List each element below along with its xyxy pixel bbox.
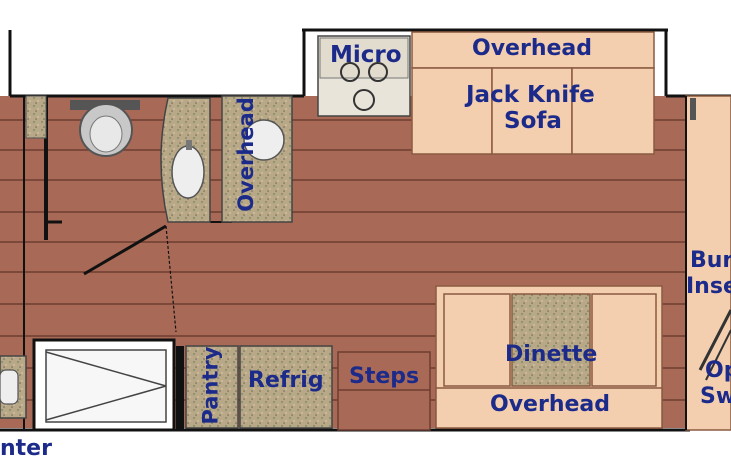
option-label-line1: Op bbox=[705, 358, 731, 383]
enter-label: nter bbox=[0, 436, 52, 461]
jack-knife-sofa bbox=[411, 31, 655, 155]
dinette bbox=[435, 285, 663, 429]
bath-corner-counter bbox=[25, 95, 47, 139]
bunk-label-line2: Inse bbox=[686, 274, 731, 299]
refrig-label: Refrig bbox=[248, 368, 324, 393]
burner-icon bbox=[353, 89, 375, 111]
overhead-dinette-label: Overhead bbox=[490, 392, 610, 417]
option-label-line2: Sw bbox=[700, 384, 731, 409]
burner-icon bbox=[340, 62, 360, 82]
shower bbox=[32, 338, 184, 432]
overhead-bath-label: Overhead bbox=[233, 97, 258, 212]
dinette-label: Dinette bbox=[505, 342, 598, 367]
overhead-top-label: Overhead bbox=[472, 36, 592, 61]
bath-vanity bbox=[160, 97, 211, 223]
steps-label: Steps bbox=[349, 364, 420, 389]
refrigerator bbox=[239, 345, 333, 429]
micro-label: Micro bbox=[330, 42, 402, 68]
pantry-label: Pantry bbox=[198, 346, 223, 425]
sink-icon bbox=[171, 145, 205, 199]
sofa-label-line1: Jack Knife bbox=[466, 82, 595, 108]
bath-overhead-cabinet bbox=[221, 95, 293, 223]
entry-steps bbox=[337, 351, 431, 431]
sofa-label-line2: Sofa bbox=[504, 108, 562, 134]
round-sink-icon bbox=[243, 119, 285, 161]
bunk-area bbox=[685, 95, 731, 431]
bunk-label-line1: Bun bbox=[690, 248, 731, 273]
entry-counter bbox=[0, 355, 27, 419]
toilet-icon bbox=[70, 100, 140, 157]
burner-icon bbox=[368, 62, 388, 82]
pantry bbox=[185, 345, 239, 429]
microwave-stove bbox=[317, 35, 411, 117]
